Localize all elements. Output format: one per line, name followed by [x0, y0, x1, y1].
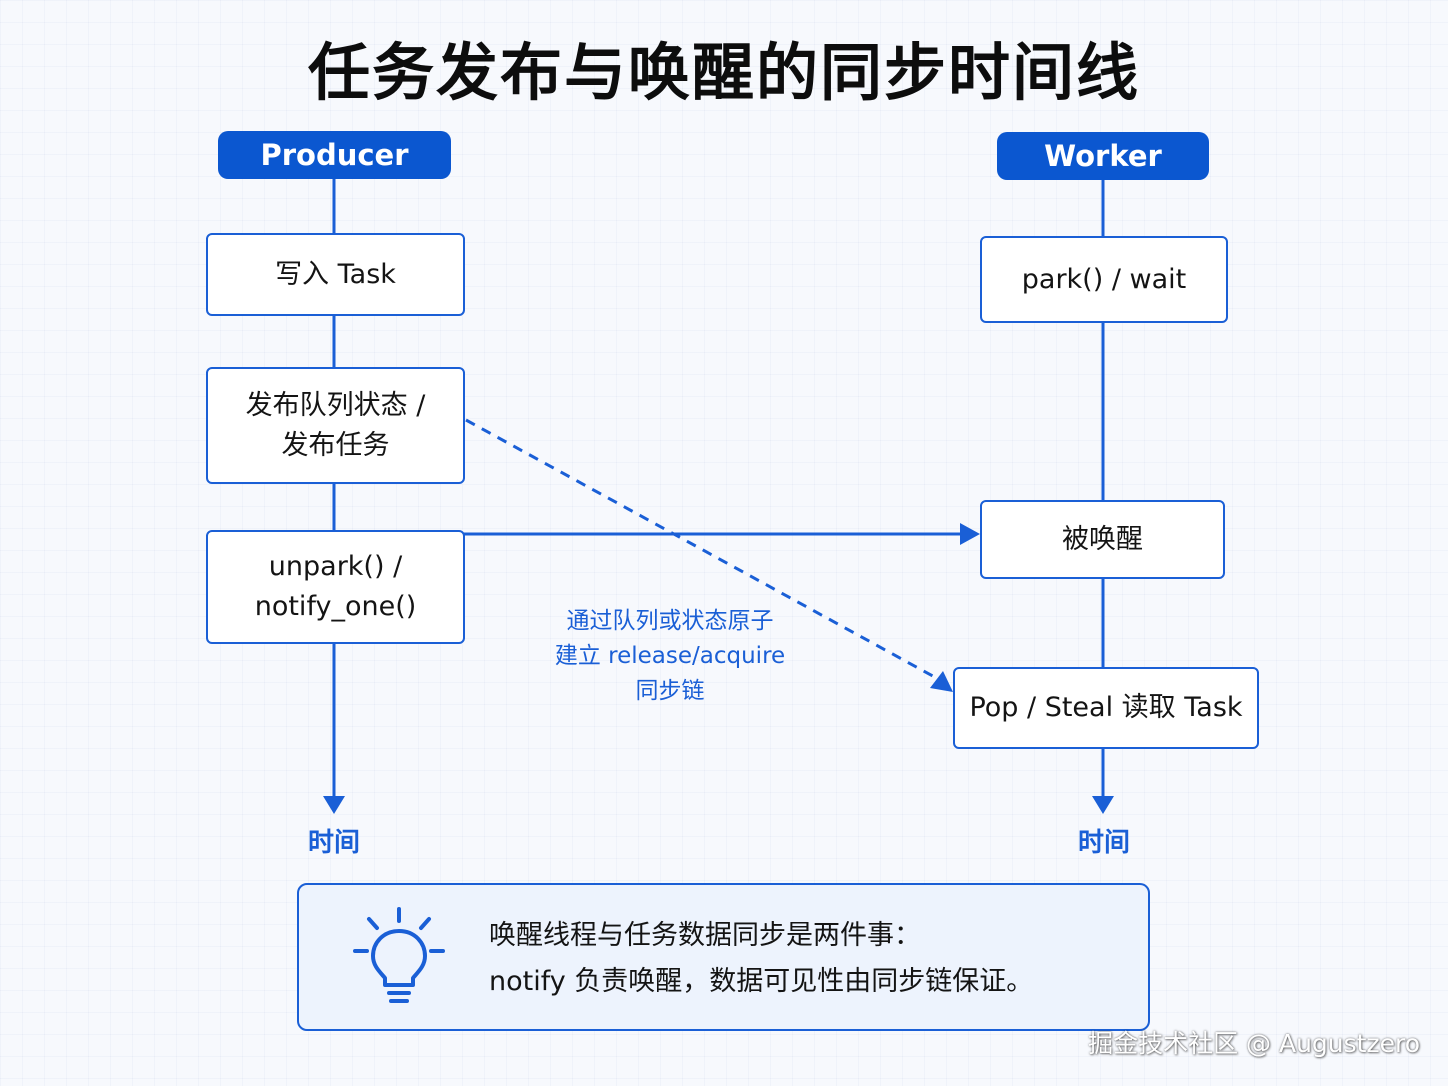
sync-chain-note: 通过队列或状态原子 建立 release/acquire 同步链 — [554, 608, 786, 704]
watermark: 掘金技术社区 @ Augustzero — [1088, 1029, 1420, 1058]
worker-time-label: 时间 — [1077, 828, 1130, 858]
step-label: 发布队列状态 / 发布任务 — [245, 389, 426, 461]
step-label: 写入 Task — [275, 258, 396, 290]
summary-text: 唤醒线程与任务数据同步是两件事： notify 负责唤醒，数据可见性由同步链保证… — [489, 913, 1033, 1005]
step-label: unpark() / notify_one() — [254, 551, 417, 622]
sync-arrowhead — [930, 671, 953, 692]
woken-step: 被唤醒 — [980, 500, 1225, 579]
summary-line-2: notify 负责唤醒，数据可见性由同步链保证。 — [489, 966, 1034, 997]
step-label: 被唤醒 — [1062, 523, 1143, 555]
wake-arrowhead — [960, 523, 980, 545]
producer-header: Producer — [218, 131, 451, 179]
notify-step: unpark() / notify_one() — [206, 530, 465, 644]
producer-time-label: 时间 — [307, 828, 360, 858]
sync-dashed-arrow — [465, 418, 941, 682]
worker-time-arrowhead — [1092, 796, 1114, 814]
step-label: Pop / Steal 读取 Task — [969, 692, 1243, 723]
summary-callout: 唤醒线程与任务数据同步是两件事： notify 负责唤醒，数据可见性由同步链保证… — [297, 883, 1150, 1031]
park-wait-step: park() / wait — [980, 236, 1228, 323]
page-title: 任务发布与唤醒的同步时间线 — [307, 36, 1140, 109]
step-label: park() / wait — [1021, 263, 1187, 295]
publish-task-step: 发布队列状态 / 发布任务 — [206, 367, 465, 484]
summary-line-1: 唤醒线程与任务数据同步是两件事： — [489, 920, 921, 951]
write-task-step: 写入 Task — [206, 233, 465, 316]
lightbulb-icon — [353, 907, 445, 1003]
producer-time-arrowhead — [323, 796, 345, 814]
pop-steal-step: Pop / Steal 读取 Task — [953, 667, 1259, 749]
worker-header: Worker — [997, 132, 1209, 180]
